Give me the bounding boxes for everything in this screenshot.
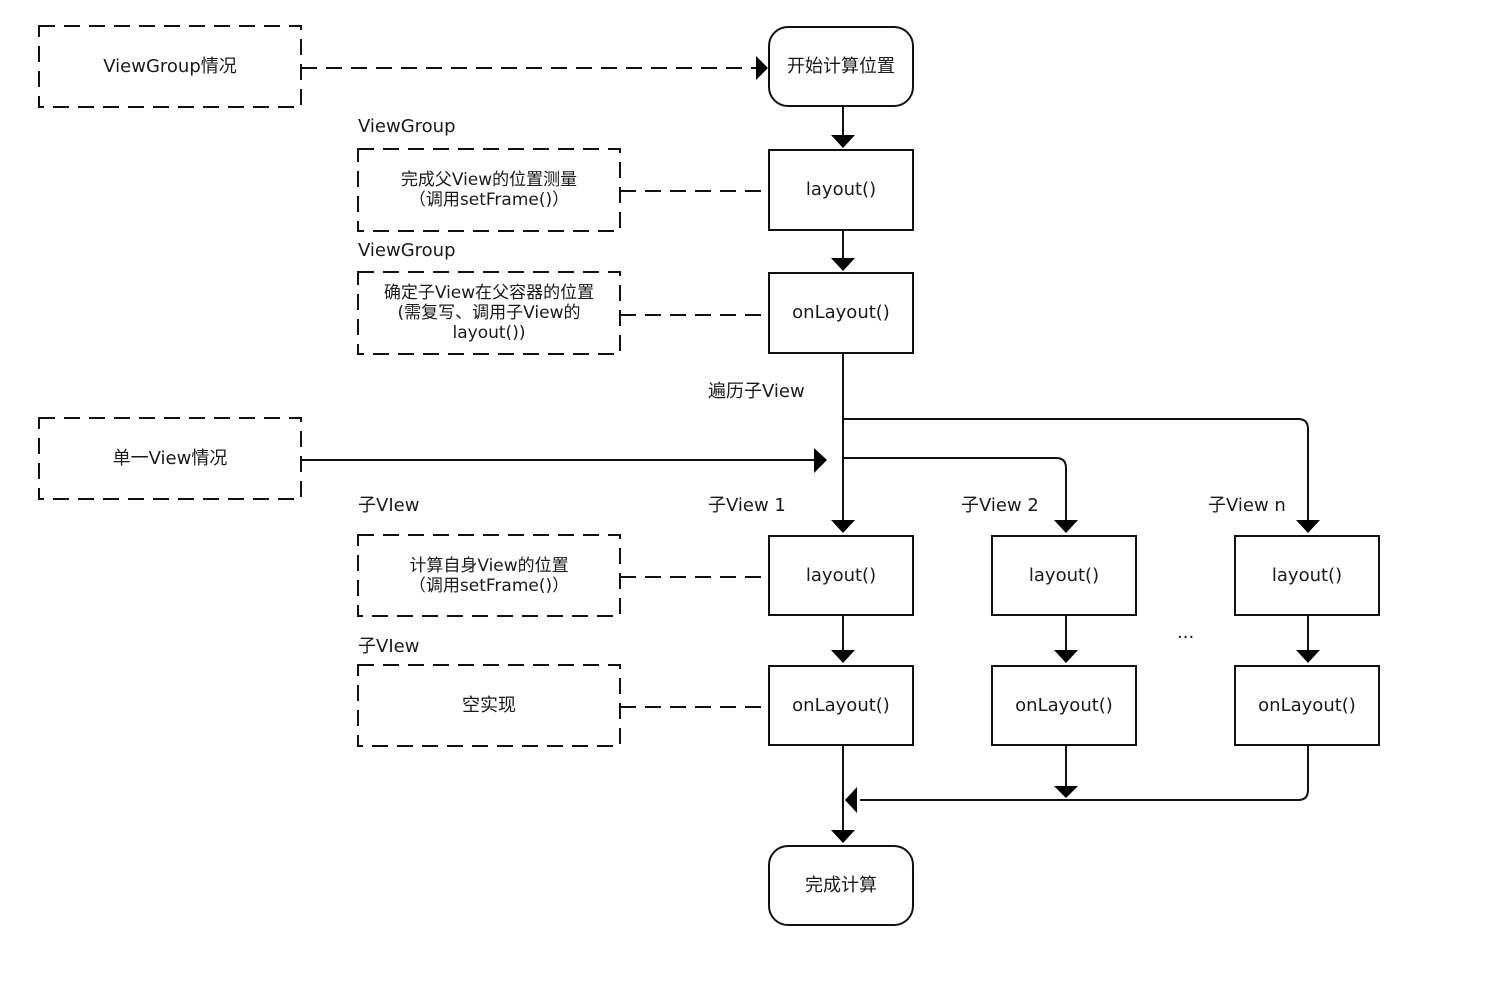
child-layout-note-line2: （调用setFrame()）	[408, 575, 570, 596]
arrowhead-merge	[845, 787, 857, 813]
child-layout-label: 子VIew	[358, 495, 420, 516]
branch-to-child-2	[843, 457, 1067, 520]
vg-onlayout-note-line1: 确定子View在父容器的位置	[383, 283, 595, 303]
note-box-child-layout	[357, 534, 621, 617]
arrowhead-viewgroup	[756, 56, 768, 80]
vg-onlayout-note: 确定子View在父容器的位置 (需复写、调用子View的 layout())	[358, 272, 620, 354]
child-n-layout-node[interactable]: layout()	[1234, 535, 1380, 616]
vg-onlayout-note-line3: layout())	[452, 323, 526, 343]
single-view-case-note: 单一View情况	[39, 418, 301, 499]
child-2-layout-node[interactable]: layout()	[991, 535, 1137, 616]
note-box-single-view-case	[38, 417, 302, 500]
arrowhead-start-layout	[831, 135, 855, 148]
vg-layout-note-line2: （调用setFrame()）	[408, 190, 570, 210]
viewgroup-case-text: ViewGroup情况	[103, 55, 237, 77]
ellipsis: ...	[1177, 622, 1195, 643]
child-n-onlayout-text: onLayout()	[1258, 694, 1356, 716]
child-onlayout-note-text: 空实现	[462, 694, 516, 716]
arrowhead-child-1	[831, 520, 855, 533]
child-n-onlayout-node[interactable]: onLayout()	[1234, 665, 1380, 746]
arrowhead-child-2	[1054, 520, 1078, 533]
vg-layout-note-line1: 完成父View的位置测量	[400, 170, 578, 190]
onlayout-node-text: onLayout()	[792, 302, 890, 323]
child-layout-note: 计算自身View的位置 （调用setFrame()）	[358, 535, 620, 616]
child-1-onlayout-text: onLayout()	[792, 694, 890, 716]
branch-to-child-n	[843, 418, 1309, 520]
note-box-child-onlayout	[357, 664, 621, 747]
layout-node-text: layout()	[805, 179, 877, 200]
end-node[interactable]: 完成计算	[768, 845, 914, 926]
arrowhead-cn-inner	[1296, 650, 1320, 663]
arrowhead-end	[831, 830, 855, 843]
arrowhead-layout-onlayout	[831, 258, 855, 271]
single-view-case-text: 单一View情况	[112, 447, 228, 469]
merge-from-child-n	[860, 746, 1309, 801]
vg-onlayout-note-line2: (需复写、调用子View的	[397, 303, 581, 323]
vg-onlayout-label: ViewGroup	[358, 240, 456, 261]
onlayout-node[interactable]: onLayout()	[768, 272, 914, 354]
child-2-onlayout-text: onLayout()	[1015, 694, 1113, 716]
child-layout-note-line1: 计算自身View的位置	[409, 555, 569, 576]
layout-node[interactable]: layout()	[768, 149, 914, 231]
child-1-label: 子View 1	[708, 495, 786, 516]
arrowhead-c2-down	[1054, 786, 1078, 798]
child-2-label: 子View 2	[961, 495, 1039, 516]
child-1-layout-text: layout()	[805, 564, 877, 586]
vg-layout-note: 完成父View的位置测量 （调用setFrame()）	[358, 149, 620, 231]
note-box-vg-onlayout	[357, 271, 621, 355]
child-1-onlayout-node[interactable]: onLayout()	[768, 665, 914, 746]
child-onlayout-label: 子VIew	[358, 636, 420, 657]
traverse-label: 遍历子View	[708, 381, 805, 402]
child-2-onlayout-node[interactable]: onLayout()	[991, 665, 1137, 746]
arrowhead-child-n	[1296, 520, 1320, 533]
child-1-layout-node[interactable]: layout()	[768, 535, 914, 616]
arrowhead-c2-inner	[1054, 650, 1078, 663]
end-node-text: 完成计算	[805, 874, 877, 896]
note-box-viewgroup-case	[38, 25, 302, 108]
start-node-text: 开始计算位置	[787, 55, 895, 77]
child-n-label: 子View n	[1208, 495, 1286, 516]
start-node[interactable]: 开始计算位置	[768, 26, 914, 107]
child-n-layout-text: layout()	[1271, 564, 1343, 586]
arrowhead-single-view	[814, 448, 827, 473]
child-2-layout-text: layout()	[1028, 564, 1100, 586]
child-onlayout-note: 空实现	[358, 665, 620, 746]
vg-layout-label: ViewGroup	[358, 116, 456, 137]
viewgroup-case-note: ViewGroup情况	[39, 26, 301, 107]
arrowhead-c1-inner	[831, 650, 855, 663]
